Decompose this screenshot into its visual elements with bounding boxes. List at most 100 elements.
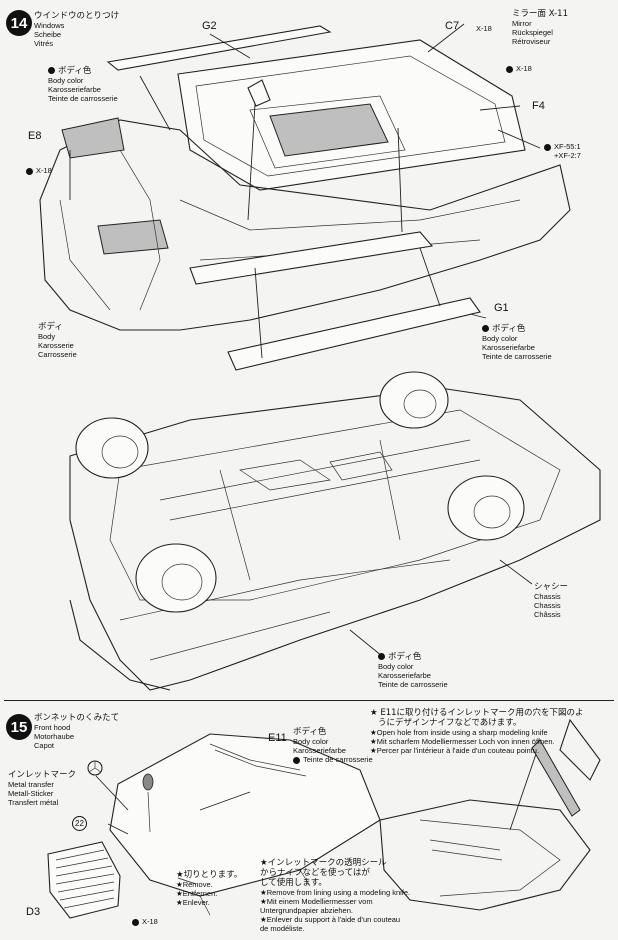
c7-mirror-part [247,79,271,107]
step15-body-color-fr: Teinte de carrosserie [293,755,373,764]
step15-body-color-note: ボディ色 Body color Karosseriefarbe Teinte d… [293,727,373,764]
step-15-title-de: Motorhaube [34,732,75,741]
chassis-outline [69,387,601,691]
step15-body-color-en: Body color [293,737,329,746]
chassis-label: シャシー Chassis Chassis Châssis [534,582,568,619]
chassis-de: Chassis [534,601,561,610]
paint-dot-icon [378,653,385,660]
part-d3-label: D3 [26,906,41,918]
paint-dot-icon [482,325,489,332]
note-top-fr: ★Percer par l'intérieur à l'aide d'un co… [370,746,540,755]
step-15-title-en: Front hood [34,723,71,732]
body-color-bottom-jp: ボディ色 [378,652,448,662]
body-color-top-en: Body color [48,76,84,85]
body-label-en: Body [38,332,56,341]
paint-dot-icon [544,143,551,151]
body-color-bottom-note: ボディ色 Body color Karosseriefarbe Teinte d… [378,652,448,689]
step-14-title-en: Windows [34,21,65,30]
body-label-de: Karosserie [38,341,74,350]
paint-mix-1: XF-55:1 [544,142,581,151]
mirror-jp: ミラー面 X-11 [512,9,568,19]
g1-part [227,297,481,371]
paint-mix-note: XF-55:1 +XF-2:7 [544,142,581,160]
step-14-title-de: Scheibe [34,30,62,39]
inlet-mark-en: Metal transfer [8,780,54,789]
mirror-de: Rückspiegel [512,28,553,37]
mirror-note: ミラー面 X-11 Mirror Rückspiegel Rétroviseur [512,9,568,46]
step15-body-color-jp: ボディ色 [293,727,327,737]
wheel-rear-left [75,417,149,479]
note-transfer-de2: Untergrundpapier abziehen. [260,906,353,915]
inlet-mark-de: Metall-Sticker [8,789,54,798]
step-14-number: 14 [6,10,32,36]
knife-icon [531,739,581,817]
body-color-g1-note: ボディ色 Body color Karosseriefarbe Teinte d… [482,324,552,361]
note-top-jp1: ★ E11に取り付けるインレットマーク用の穴を下図のよ [370,708,584,718]
body-color-g1-de: Karosseriefarbe [482,343,535,352]
wheel-front-left [135,543,217,613]
e8-part [61,117,125,159]
e11-hood-part [109,733,381,897]
chassis-fr: Châssis [534,610,561,619]
x18-label-1: X-18 [476,24,492,33]
body-color-bottom-fr: Teinte de carrosserie [378,680,448,689]
note-remove: ★切りとります。 ★Remove. ★Entfernen. ★Enlever. [176,870,242,907]
step15-x18-label: X-18 [132,917,158,926]
d3-grille-part [47,841,121,919]
paint-mix-2: +XF-2:7 [554,151,581,160]
part-g1-label: G1 [494,302,509,314]
part-22-label: 22 [72,816,87,831]
paint-dot-icon [506,65,513,73]
note-transfer-de1: ★Mit einem Modelliermesser vom [260,897,373,906]
body-color-top-note: ボディ色 Body color Karosseriefarbe Teinte d… [48,66,118,103]
step-15-title: ボンネットのくみたて Front hood Motorhaube Capot [34,713,119,750]
body-color-g1-jp: ボディ色 [482,324,552,334]
body-color-g1-en: Body color [482,334,518,343]
body-label-jp: ボディ [38,322,63,332]
part-e11-label: E11 [268,732,287,744]
note-top: ★ E11に取り付けるインレットマーク用の穴を下図のよ うにデザインナイフなどで… [370,708,584,755]
note-transfer-jp3: して使用します。 [260,878,327,888]
note-transfer-fr1: ★Enlever du support à l'aide d'un coutea… [260,915,401,924]
step15-body-color-de: Karosseriefarbe [293,746,346,755]
wheel-rear-right [379,371,449,429]
paint-dot-icon [48,67,55,74]
part-e8-label: E8 [28,130,42,142]
paint-dot-icon [132,918,139,926]
section-divider [4,700,614,701]
inlet-mark-jp: インレットマーク [8,770,77,780]
mirror-fr: Rétroviseur [512,37,551,46]
inlet-mark-fr: Transfert métal [8,798,59,807]
note-transfer: ★インレットマークの透明シール からナイフなどを使ってはが して使用します。 ★… [260,858,410,933]
body-color-top-jp: ボディ色 [48,66,118,76]
wheel-front-right [447,475,525,541]
note-remove-de: ★Entfernen. [176,889,218,898]
body-label-fr: Carrosserie [38,350,77,359]
step-14-title-fr: Vitrés [34,39,54,48]
note-top-de: ★Mit scharfem Modelliermesser Loch von i… [370,737,555,746]
note-transfer-jp1: ★インレットマークの透明シール [260,858,387,868]
inlet-mark-label: インレットマーク Metal transfer Metall-Sticker T… [8,770,76,807]
note-remove-jp: ★切りとります。 [176,870,243,880]
part-g2-label: G2 [202,20,217,32]
note-transfer-jp2: からナイフなどを使ってはが [260,868,370,878]
x18-label-3: X-18 [26,166,52,175]
body-color-bottom-en: Body color [378,662,414,671]
body-color-top-de: Karosseriefarbe [48,85,101,94]
body-color-g1-fr: Teinte de carrosserie [482,352,552,361]
paint-dot-icon [293,756,300,764]
body-label: ボディ Body Karosserie Carrosserie [38,322,77,359]
note-transfer-en: ★Remove from lining using a modeling kni… [260,888,411,897]
note-remove-fr: ★Enlever. [176,898,210,907]
x18-label-2: X-18 [506,64,532,73]
step-14-title: ウインドウのとりつけ Windows Scheibe Vitrés [34,11,119,48]
step-14-diagram [39,23,601,691]
note-transfer-fr2: de modéliste. [260,924,305,933]
chassis-en: Chassis [534,592,561,601]
part-c7-label: C7 [445,20,460,32]
note-top-jp2: うにデザインナイフなどであけます。 [378,718,522,728]
step-14-title-jp: ウインドウのとりつけ [34,11,120,21]
part-f4-label: F4 [532,100,545,112]
body-color-top-fr: Teinte de carrosserie [48,94,118,103]
